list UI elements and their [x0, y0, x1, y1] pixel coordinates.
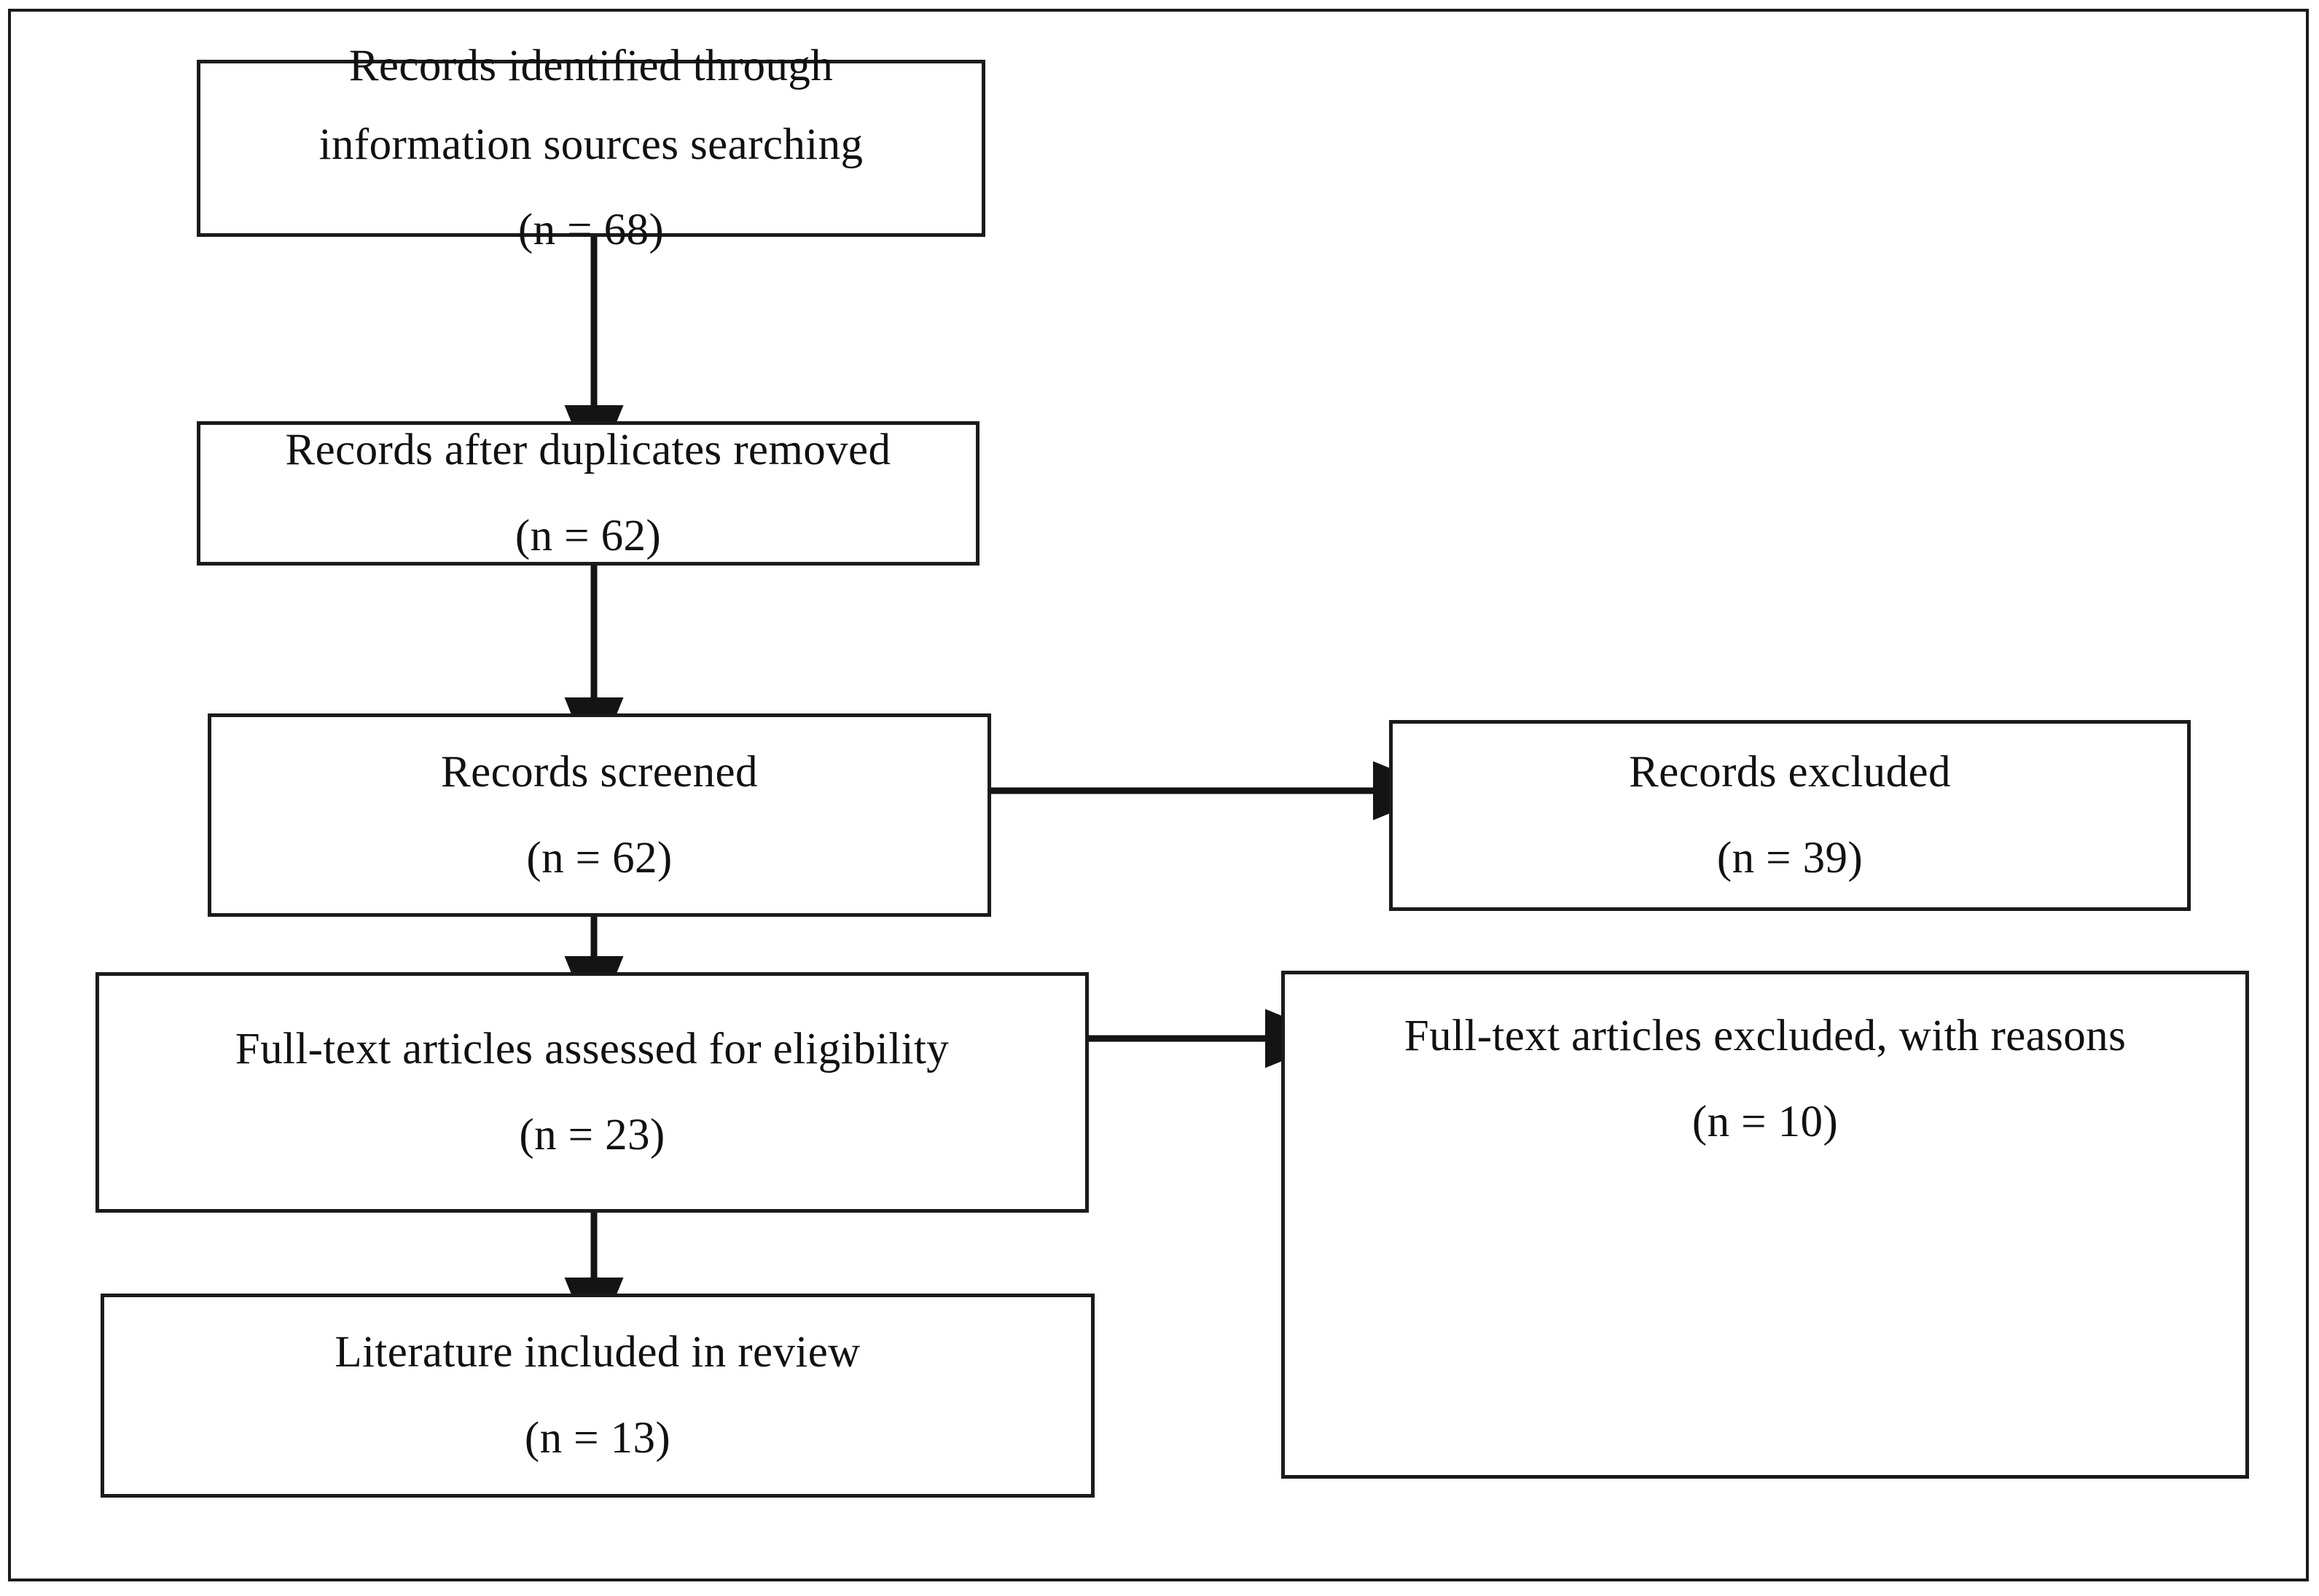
- full-text-assessed-line-1: Full-text articles assessed for eligibil…: [235, 1025, 950, 1074]
- full-text-assessed-box: Full-text articles assessed for eligibil…: [95, 972, 1089, 1213]
- full-text-excluded-box: Full-text articles excluded, with reason…: [1281, 971, 2249, 1479]
- records-after-duplicates-line-1: Records after duplicates removed: [285, 426, 891, 475]
- records-excluded-count: (n = 39): [1716, 834, 1864, 883]
- records-identified-count: (n = 68): [517, 206, 665, 255]
- records-after-duplicates-count: (n = 62): [515, 512, 662, 560]
- records-identified-line-2: information sources searching: [318, 120, 864, 169]
- records-screened-line-1: Records screened: [441, 747, 758, 797]
- full-text-excluded-count: (n = 10): [1692, 1097, 1839, 1146]
- records-excluded-box: Records excluded (n = 39): [1389, 720, 2191, 911]
- literature-included-box: Literature included in review (n = 13): [101, 1294, 1095, 1498]
- full-text-assessed-count: (n = 23): [519, 1111, 665, 1159]
- literature-included-count: (n = 13): [524, 1414, 671, 1463]
- records-after-duplicates-box: Records after duplicates removed (n = 62…: [197, 421, 979, 566]
- records-identified-box: Records identified through information s…: [197, 42, 985, 254]
- records-screened-box: Records screened (n = 62): [208, 713, 991, 917]
- full-text-excluded-line-1: Full-text articles excluded, with reason…: [1404, 1012, 2127, 1060]
- literature-included-line-1: Literature included in review: [335, 1328, 861, 1377]
- records-identified-line-1: Records identified through: [348, 41, 834, 90]
- records-screened-count: (n = 62): [526, 833, 673, 883]
- records-excluded-line-1: Records excluded: [1629, 748, 1951, 797]
